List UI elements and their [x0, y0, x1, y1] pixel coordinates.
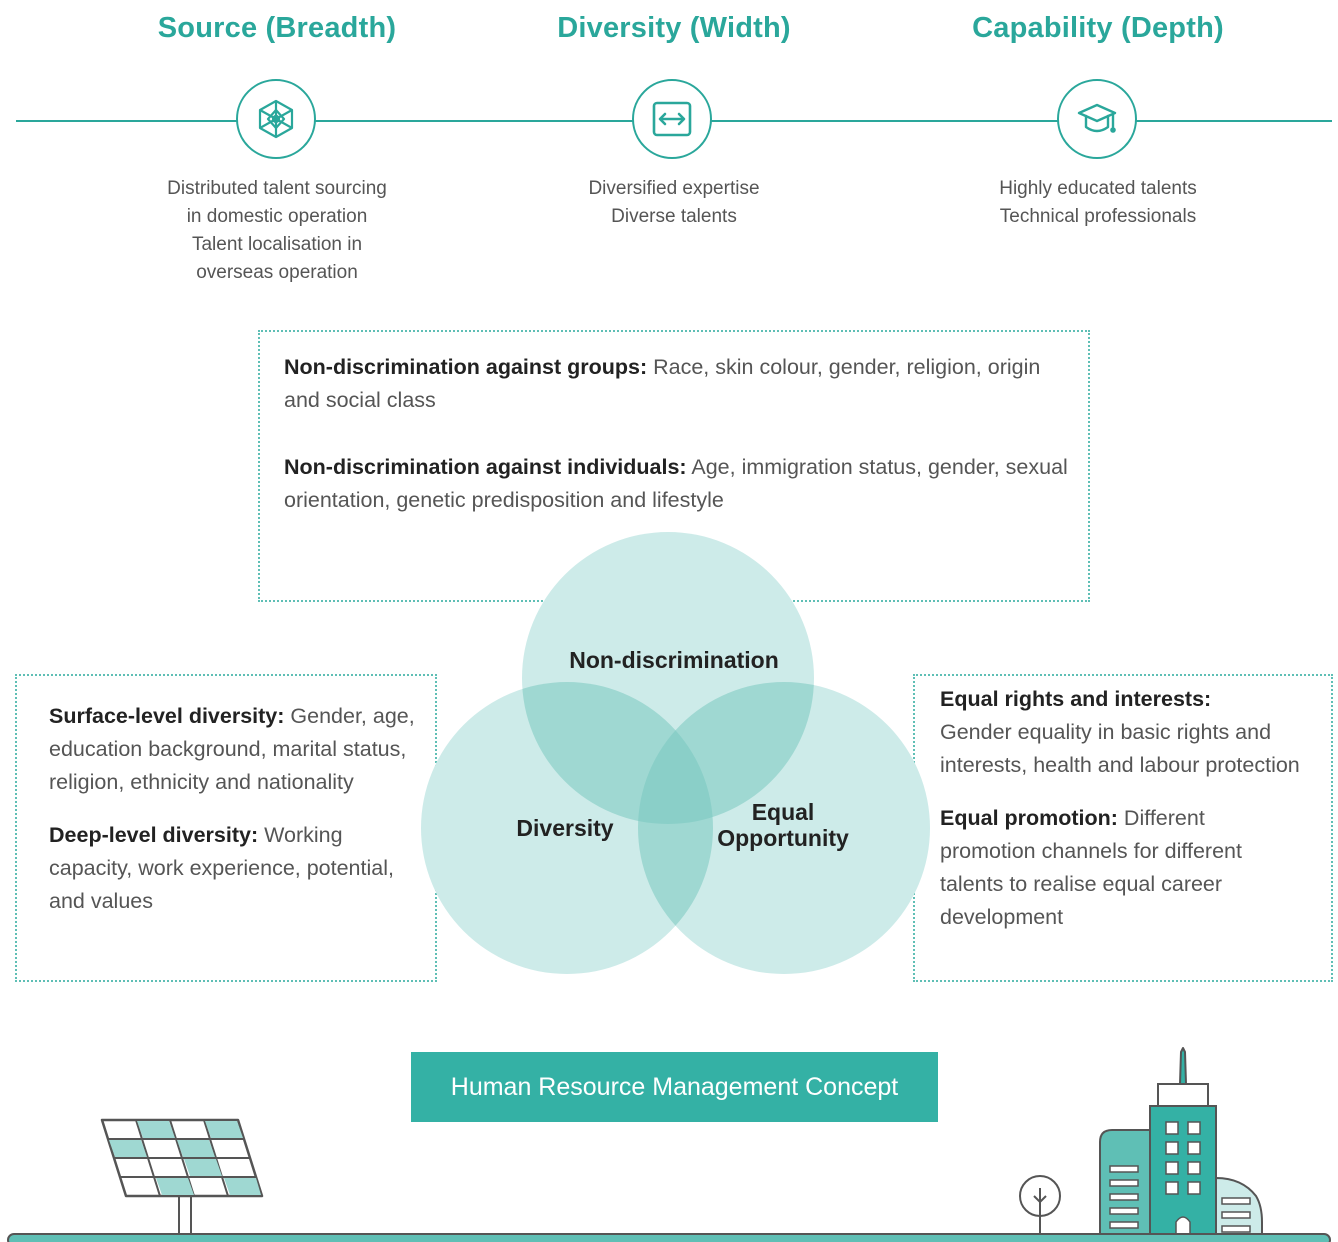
desc-line: Highly educated talents — [999, 178, 1197, 199]
pillar-desc-capability: Highly educated talents Technical profes… — [938, 175, 1258, 231]
desc-line: Talent localisation in — [191, 234, 363, 255]
promotion-text: Different promotion channels for differe… — [940, 806, 1242, 929]
promotion-label: Equal promotion: — [940, 806, 1118, 830]
desc-line: Diversified expertise — [588, 178, 760, 199]
desc-line: Distributed talent sourcing — [167, 178, 387, 199]
deep-text: Working capacity, work experience, poten… — [49, 823, 394, 913]
desc-line: in domestic operation — [186, 206, 368, 227]
venn-overlap-top-left — [522, 682, 713, 824]
pillar-title-capability: Capability (Depth) — [972, 12, 1224, 44]
groups-text: Race, skin colour, gender, religion, ori… — [284, 355, 1041, 412]
rights-text: Gender equality in basic rights and inte… — [940, 720, 1300, 777]
desc-line: overseas operation — [196, 262, 358, 283]
venn-diagram — [421, 532, 930, 974]
pillar-desc-diversity: Diversified expertise Diverse talents — [514, 175, 834, 231]
non-discrimination-text: Non-discrimination against groups: Race,… — [284, 351, 1074, 517]
rights-label: Equal rights and interests: — [940, 687, 1212, 711]
concept-banner: Human Resource Management Concept — [411, 1052, 938, 1122]
desc-line: Diverse talents — [611, 206, 737, 227]
diversity-text: Surface-level diversity: Gender, age, ed… — [49, 700, 419, 918]
venn-label-line: Equal — [751, 799, 815, 825]
solar-panel-icon — [100, 1118, 264, 1242]
venn-label-line: Opportunity — [717, 825, 849, 851]
equal-opportunity-box — [913, 674, 1333, 982]
venn-label-equal-opportunity: Equal Opportunity — [700, 799, 866, 851]
ground-line — [7, 1233, 1331, 1242]
venn-overlap-top-right — [638, 682, 814, 824]
groups-label: Non-discrimination against groups: — [284, 355, 648, 379]
individuals-text: Age, immigration status, gender, sexual … — [284, 455, 1068, 512]
desc-line: Technical professionals — [999, 206, 1197, 227]
width-arrows-icon — [632, 79, 712, 159]
surface-text: Gender, age, education background, marit… — [49, 704, 415, 794]
equal-opportunity-text: Equal rights and interests: Gender equal… — [940, 683, 1300, 934]
tree-icon — [1019, 1175, 1061, 1236]
city-buildings-icon — [1099, 1047, 1263, 1242]
graduation-cap-icon — [1057, 79, 1137, 159]
venn-label-diversity: Diversity — [516, 815, 614, 841]
pillar-desc-source: Distributed talent sourcing in domestic … — [117, 175, 437, 287]
pillar-title-diversity: Diversity (Width) — [557, 12, 791, 44]
pillar-title-source: Source (Breadth) — [157, 12, 397, 44]
network-icon — [236, 79, 316, 159]
individuals-label: Non-discrimination against individuals: — [284, 455, 687, 479]
deep-label: Deep-level diversity: — [49, 823, 259, 847]
surface-label: Surface-level diversity: — [49, 704, 285, 728]
diversity-box — [15, 674, 437, 982]
venn-label-non-discrimination: Non-discrimination — [569, 647, 779, 673]
